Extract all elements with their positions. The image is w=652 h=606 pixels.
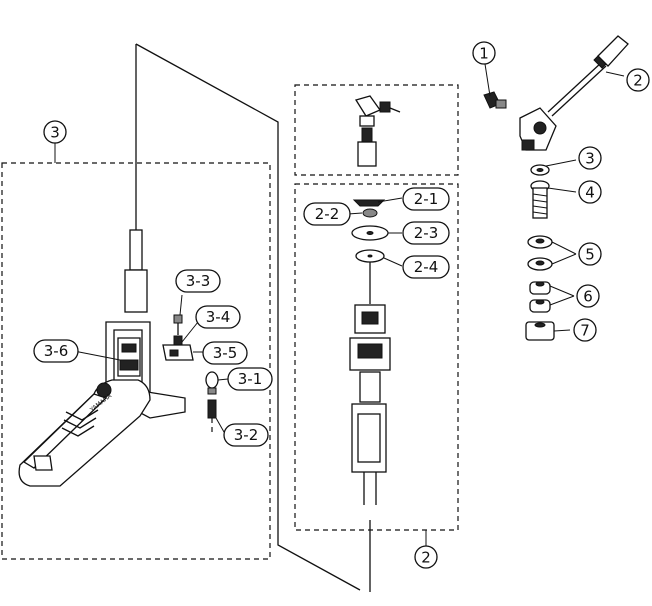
part-2-2-felt — [362, 208, 378, 218]
svg-text:6: 6 — [583, 288, 593, 306]
group-3-box — [1, 162, 271, 560]
svg-text:5: 5 — [585, 246, 595, 264]
svg-text:2: 2 — [421, 549, 431, 567]
svg-text:2: 2 — [633, 72, 643, 90]
svg-text:3-4: 3-4 — [206, 308, 231, 326]
callout-3-1: 3-1 — [227, 367, 273, 391]
callout-3-left: 3 — [43, 120, 67, 144]
callout-3-3: 3-3 — [175, 269, 221, 293]
callout-6: 6 — [576, 284, 600, 308]
callout-3-right: 3 — [578, 146, 602, 170]
callout-2-4: 2-4 — [402, 255, 450, 279]
group-2-upper-box — [294, 84, 459, 176]
svg-text:3: 3 — [50, 124, 60, 142]
callout-3-5: 3-5 — [202, 341, 248, 365]
callout-5: 5 — [578, 242, 602, 266]
group-2-lower-box — [294, 183, 459, 531]
assembly-guide-lines — [135, 43, 371, 592]
part-7-knurled-nut — [525, 321, 555, 341]
svg-text:3-5: 3-5 — [213, 344, 238, 362]
callout-2-bottom: 2 — [414, 545, 438, 569]
svg-text:4: 4 — [585, 184, 595, 202]
svg-text:1: 1 — [479, 45, 489, 63]
hinge-bracket — [519, 107, 557, 151]
callout-1: 1 — [472, 41, 496, 65]
part-2-1-wingnut — [352, 199, 386, 207]
part-2-4-washer — [355, 249, 385, 263]
part-3-3-bolt — [173, 314, 183, 335]
svg-text:2-4: 2-4 — [414, 258, 439, 276]
part-4-bolt — [530, 180, 550, 219]
pull-rod-assembly — [349, 262, 391, 505]
foot-pedal-assembly: YAMAHA — [18, 229, 186, 487]
svg-text:2-3: 2-3 — [414, 224, 439, 242]
callout-2-3: 2-3 — [402, 221, 450, 245]
callout-2-1: 2-1 — [402, 187, 450, 211]
svg-text:2-1: 2-1 — [414, 190, 439, 208]
svg-text:3: 3 — [585, 150, 595, 168]
svg-text:3-2: 3-2 — [234, 426, 259, 444]
callout-4: 4 — [578, 180, 602, 204]
svg-text:7: 7 — [580, 322, 590, 340]
part-1-clamp-screw — [483, 91, 507, 109]
callout-3-6: 3-6 — [33, 339, 79, 363]
callout-7: 7 — [573, 318, 597, 342]
svg-text:3-3: 3-3 — [186, 272, 211, 290]
leader-lines — [54, 63, 625, 546]
part-5-nuts — [527, 235, 553, 271]
part-6-nuts — [529, 281, 551, 313]
clutch-assembly-upper — [354, 95, 401, 167]
svg-text:2-2: 2-2 — [315, 205, 340, 223]
part-3-washer — [530, 164, 550, 176]
svg-text:3-6: 3-6 — [44, 342, 69, 360]
callout-3-4: 3-4 — [195, 305, 241, 329]
callout-3-2: 3-2 — [223, 423, 269, 447]
part-2-3-washer — [351, 225, 389, 241]
part-2-arm-rod — [547, 35, 629, 117]
part-3-5-block — [162, 344, 194, 361]
svg-text:3-1: 3-1 — [238, 370, 263, 388]
callout-2-2: 2-2 — [303, 202, 351, 226]
callout-2-top: 2 — [626, 68, 650, 92]
part-3-1-screw — [205, 371, 219, 395]
part-3-2-spring — [207, 399, 217, 434]
brand-logo-icon — [96, 382, 112, 398]
